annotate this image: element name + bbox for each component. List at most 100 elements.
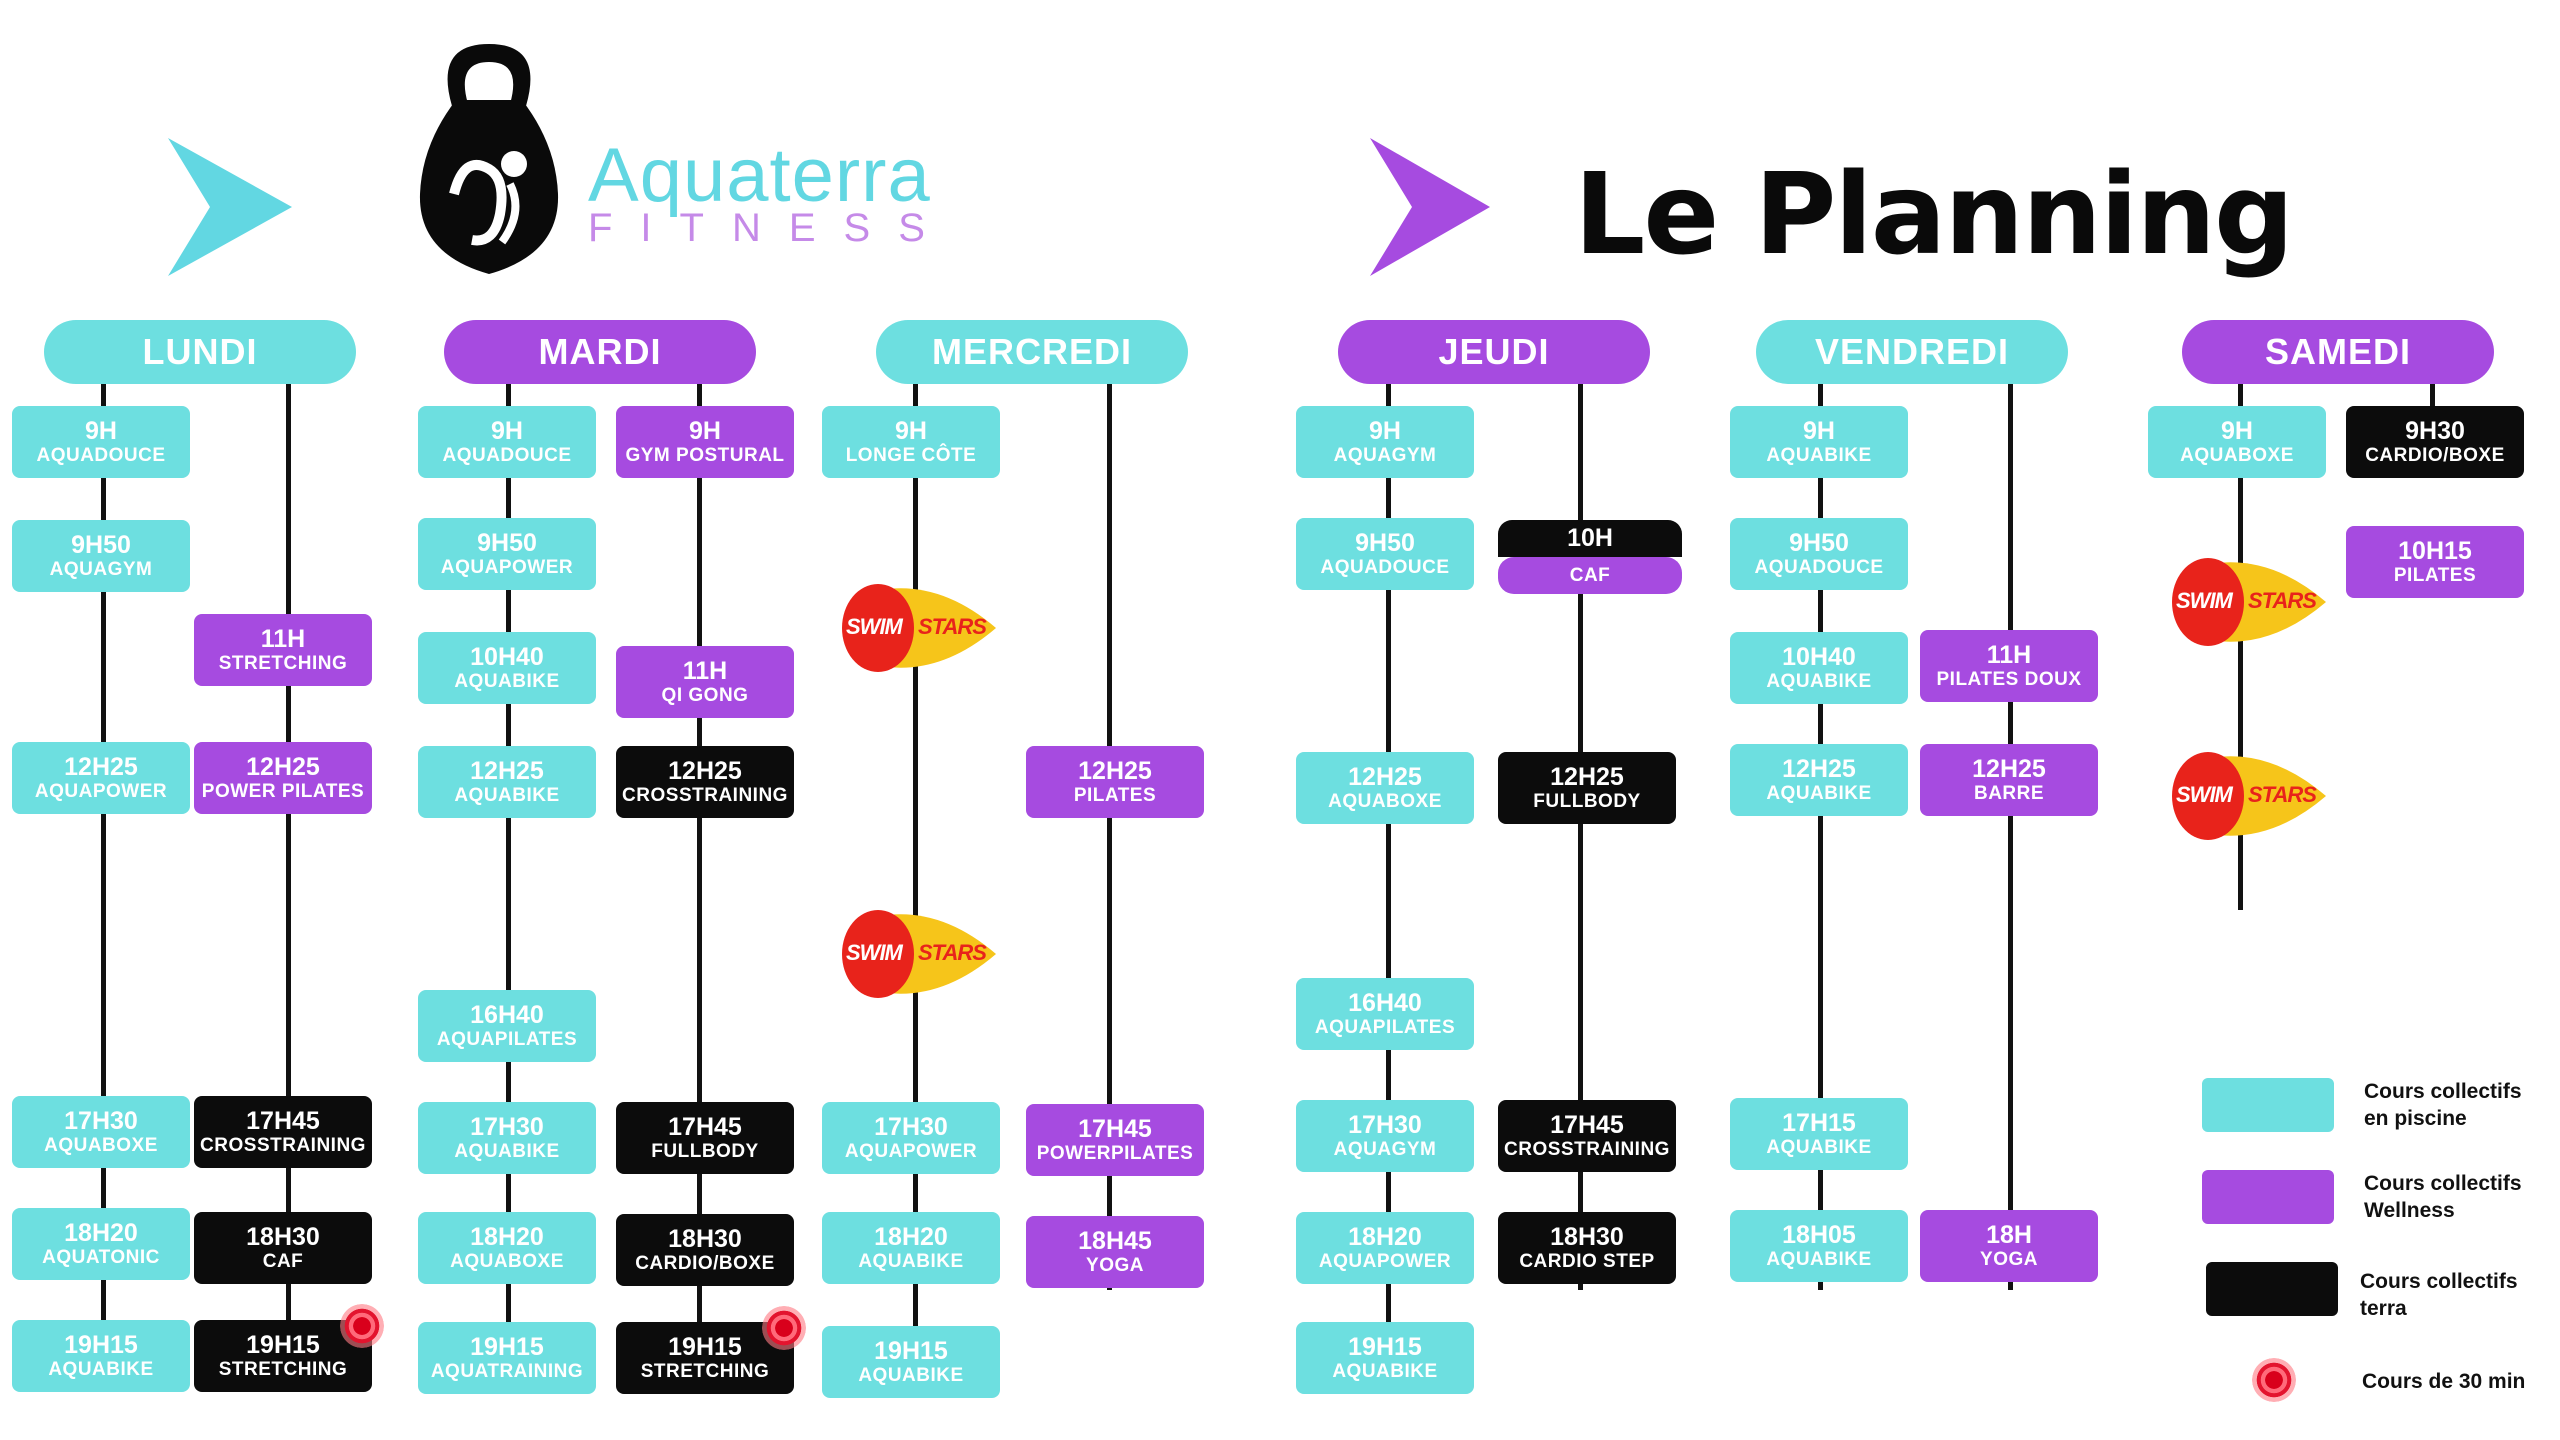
class-name: CARDIO STEP: [1519, 1251, 1655, 1273]
legend-swatch-pool: [2202, 1078, 2334, 1132]
class-time: 17H30: [64, 1106, 138, 1135]
class-name: CAF: [262, 1251, 304, 1273]
class-time: 19H15: [64, 1330, 138, 1359]
class-name: AQUAPILATES: [436, 1029, 578, 1051]
class-name: AQUABIKE: [1766, 445, 1872, 467]
class-name: AQUABIKE: [1332, 1361, 1438, 1383]
class-time: 18H30: [246, 1222, 320, 1251]
class-name: BARRE: [1973, 783, 2045, 805]
class-time: 10H: [1498, 520, 1682, 557]
jeudi-pool-timeline: [1386, 384, 1391, 1390]
day-header-samedi: SAMEDI: [2182, 320, 2494, 384]
class-time: 9H: [2221, 416, 2253, 445]
class-name: PILATES: [2393, 565, 2477, 587]
cyan-arrow-icon: [168, 138, 292, 276]
class-time: 19H15: [470, 1332, 544, 1361]
class-name: CROSSTRAINING: [622, 785, 788, 807]
vendredi-other-timeline: [2008, 384, 2013, 1290]
lundi-pool-timeline: [101, 384, 106, 1370]
class-time: 12H25: [64, 752, 138, 781]
class-name: AQUABOXE: [450, 1251, 564, 1273]
class-time: 12H25: [1972, 754, 2046, 783]
class-time: 12H25: [1348, 762, 1422, 791]
purple-arrow-icon: [1370, 138, 1490, 276]
class-time: 17H30: [470, 1112, 544, 1141]
class-time: 18H05: [1782, 1220, 1856, 1249]
class-time: 9H50: [477, 528, 537, 557]
class-name: AQUAPOWER: [34, 781, 168, 803]
samedi-pool-timeline: [2238, 384, 2243, 910]
class-time: 17H30: [874, 1112, 948, 1141]
class-time: 9H: [689, 416, 721, 445]
class-name: CARDIO/BOXE: [2365, 445, 2505, 467]
class-time: 12H25: [1550, 762, 1624, 791]
class-name: FULLBODY: [1533, 791, 1641, 813]
swim-badge-right-text: STARS: [2248, 782, 2317, 807]
class-time: 12H25: [1782, 754, 1856, 783]
class-time: 17H45: [668, 1112, 742, 1141]
lundi-other-timeline: [286, 384, 291, 1370]
legend-30min-dot-icon: [2252, 1358, 2296, 1402]
class-time: 9H30: [2405, 416, 2465, 445]
class-name: AQUABIKE: [1766, 1137, 1872, 1159]
mercredi-pool-timeline: [913, 384, 918, 1390]
class-time: 19H15: [246, 1330, 320, 1359]
class-time: 10H40: [1782, 642, 1856, 671]
class-time: 18H30: [668, 1224, 742, 1253]
